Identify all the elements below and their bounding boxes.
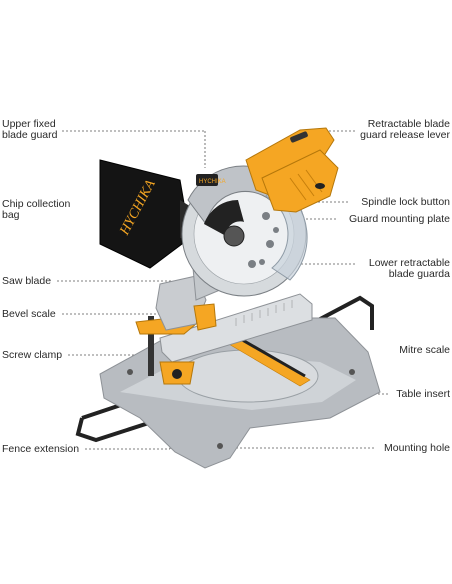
label-line: blade guarda [388, 268, 450, 280]
label-mounting-hole: Mounting hole [384, 442, 450, 454]
extension-rod-left [75, 417, 159, 443]
label-line: Upper fixed [2, 118, 56, 130]
label-line: Chip collection [2, 198, 71, 210]
label-bevel-scale: Bevel scale [2, 308, 56, 320]
guard-release-lever [290, 131, 308, 143]
screw-clamp-knob [172, 369, 182, 379]
kerf-slot [231, 332, 306, 378]
blade-guard-logo: HYCHIKA [199, 179, 226, 185]
label-saw-blade: Saw blade [2, 275, 52, 287]
label-screw-clamp: Screw clamp [2, 349, 63, 361]
label-fence-extension: Fence extension [2, 443, 80, 455]
label-chip-collection-bag: Chip collection bag [2, 199, 70, 221]
guard-mounting-plate [204, 199, 244, 236]
label-line: bag [2, 209, 20, 221]
mounting-hole [217, 443, 223, 449]
label-lower-retractable-blade-guarda: Lower retractable blade guarda [369, 258, 450, 280]
fence [159, 293, 313, 363]
label-line: blade guard [2, 129, 58, 141]
motor-housing [261, 149, 339, 213]
spindle-lock-button [315, 183, 325, 189]
label-line: guard release lever [360, 129, 450, 141]
label-spindle-lock-button: Spindle lock button [361, 196, 450, 208]
blade-holes [248, 212, 279, 268]
label-retractable-blade-guard-release-lever: Retractable blade guard release lever [360, 119, 450, 141]
logo-badge [196, 174, 218, 186]
label-line: Retractable blade [367, 118, 450, 130]
chip-collection-bag [99, 159, 191, 269]
label-guard-mounting-plate: Guard mounting plate [349, 213, 450, 225]
mounting-hole [127, 369, 133, 375]
mounting-hole [349, 369, 355, 375]
screw-clamp-rod [148, 316, 154, 376]
label-line: Lower retractable [368, 257, 450, 269]
label-mitre-scale: Mitre scale [399, 344, 450, 356]
label-upper-fixed-blade-guard: Upper fixed blade guard [2, 119, 57, 141]
bevel-scale [193, 303, 217, 331]
label-table-insert: Table insert [396, 388, 450, 400]
fence-scale-ticks [235, 300, 293, 326]
spindle [223, 225, 245, 247]
